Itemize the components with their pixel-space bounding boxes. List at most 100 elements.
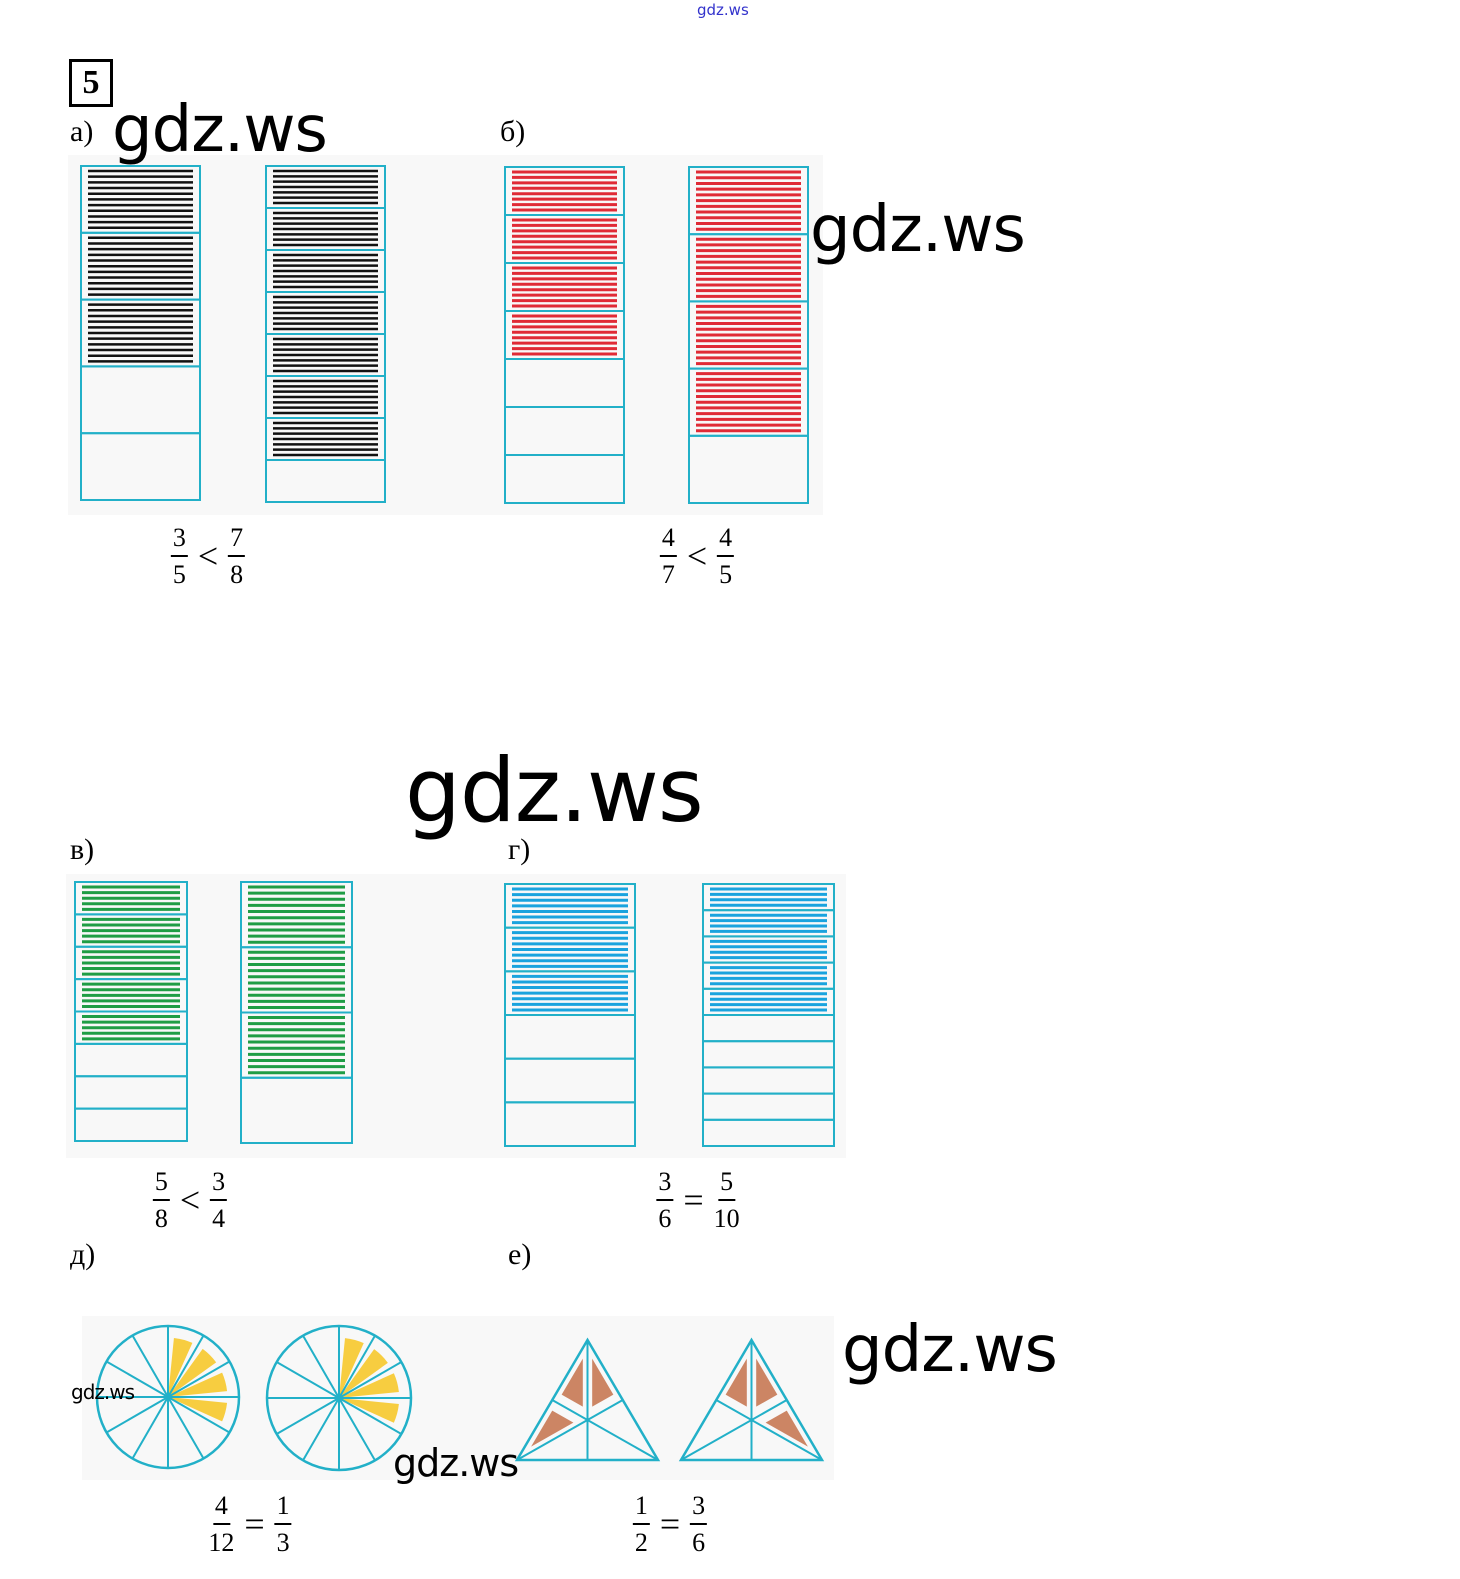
label-e: е)	[508, 1238, 532, 1271]
triangle-piece-shading	[765, 1410, 808, 1447]
sector-shading	[339, 1338, 364, 1398]
denominator: 12	[208, 1528, 235, 1558]
sector-line	[276, 1397, 340, 1435]
bar-part	[74, 1042, 188, 1078]
sector-shading	[339, 1373, 399, 1398]
circle-outline	[95, 1324, 241, 1470]
comparison-sign: <	[179, 1180, 201, 1221]
label-b: б)	[500, 115, 526, 148]
sector-line	[276, 1361, 340, 1399]
watermark: gdz.ws	[405, 739, 704, 842]
sector-line	[302, 1335, 340, 1399]
sector-line	[167, 1396, 230, 1434]
bar-part	[688, 434, 809, 504]
numerator: 1	[274, 1488, 292, 1526]
numerator: 3	[170, 520, 188, 558]
numerator: 7	[228, 520, 246, 558]
denominator: 4	[212, 1204, 226, 1234]
numerator: 4	[212, 1488, 230, 1526]
bar-part	[504, 1014, 636, 1060]
sector-line	[338, 1361, 402, 1399]
circle-center	[165, 1394, 171, 1400]
comparison-sign: =	[244, 1504, 265, 1545]
denominator: 2	[634, 1528, 648, 1558]
circle-center	[336, 1395, 342, 1401]
bar-part	[265, 459, 386, 503]
sector-shading	[168, 1337, 193, 1397]
sector-line	[167, 1396, 205, 1459]
comparison-sign: =	[683, 1180, 704, 1221]
sector-shading	[339, 1398, 399, 1423]
comparison-sign: <	[197, 536, 219, 577]
label-d: д)	[70, 1238, 96, 1271]
triangle-piece-shading	[725, 1358, 747, 1407]
bar-part	[504, 358, 625, 408]
numerator: 4	[717, 520, 735, 558]
denominator: 10	[713, 1204, 740, 1234]
sector-shading	[339, 1349, 388, 1398]
bar-part	[74, 1075, 188, 1110]
bar-part	[504, 1057, 636, 1104]
bar-part	[80, 432, 201, 502]
sector-line	[106, 1360, 169, 1398]
watermark: gdz.ws	[112, 93, 328, 167]
sector-line	[167, 1360, 230, 1398]
bar-part	[504, 406, 625, 456]
triangle-piece-shading	[561, 1358, 583, 1407]
numerator: 5	[718, 1164, 736, 1202]
sector-line	[302, 1397, 340, 1461]
sector-line	[131, 1335, 169, 1398]
triangle-piece-shading	[592, 1358, 614, 1407]
watermark: gdz.ws	[71, 1380, 135, 1404]
sector-shading	[168, 1397, 228, 1422]
bar-part	[504, 262, 625, 312]
median-line	[715, 1399, 823, 1461]
bar-part	[702, 1092, 835, 1121]
watermark: gdz.ws	[810, 193, 1026, 267]
sector-line	[338, 1397, 376, 1461]
numerator: 5	[152, 1164, 170, 1202]
denominator: 6	[658, 1204, 672, 1234]
bar-part	[702, 1040, 835, 1069]
comparison-sign: =	[659, 1504, 681, 1545]
watermark: gdz.ws	[393, 1441, 519, 1485]
label-g: г)	[508, 833, 531, 866]
bar-part	[702, 1014, 835, 1043]
bar-part	[702, 1066, 835, 1095]
bar-part	[504, 454, 625, 504]
circle-outline	[265, 1324, 413, 1472]
median-line	[516, 1399, 624, 1461]
bar-part	[504, 166, 625, 216]
watermark-top: gdz.ws	[697, 1, 749, 19]
comparison-sign: <	[686, 536, 708, 577]
label-v: в)	[70, 833, 95, 866]
sector-line	[106, 1396, 169, 1434]
denominator: 6	[692, 1528, 706, 1558]
numerator: 1	[632, 1488, 650, 1526]
bar-part	[80, 365, 201, 435]
bar-part	[504, 214, 625, 264]
numerator: 3	[210, 1164, 228, 1202]
denominator: 3	[276, 1528, 290, 1558]
sector-line	[338, 1397, 402, 1435]
sector-shading	[168, 1348, 217, 1397]
sector-line	[167, 1335, 205, 1398]
sector-line	[338, 1335, 376, 1399]
median-line	[551, 1399, 659, 1461]
exercise-number: 5	[69, 59, 113, 107]
